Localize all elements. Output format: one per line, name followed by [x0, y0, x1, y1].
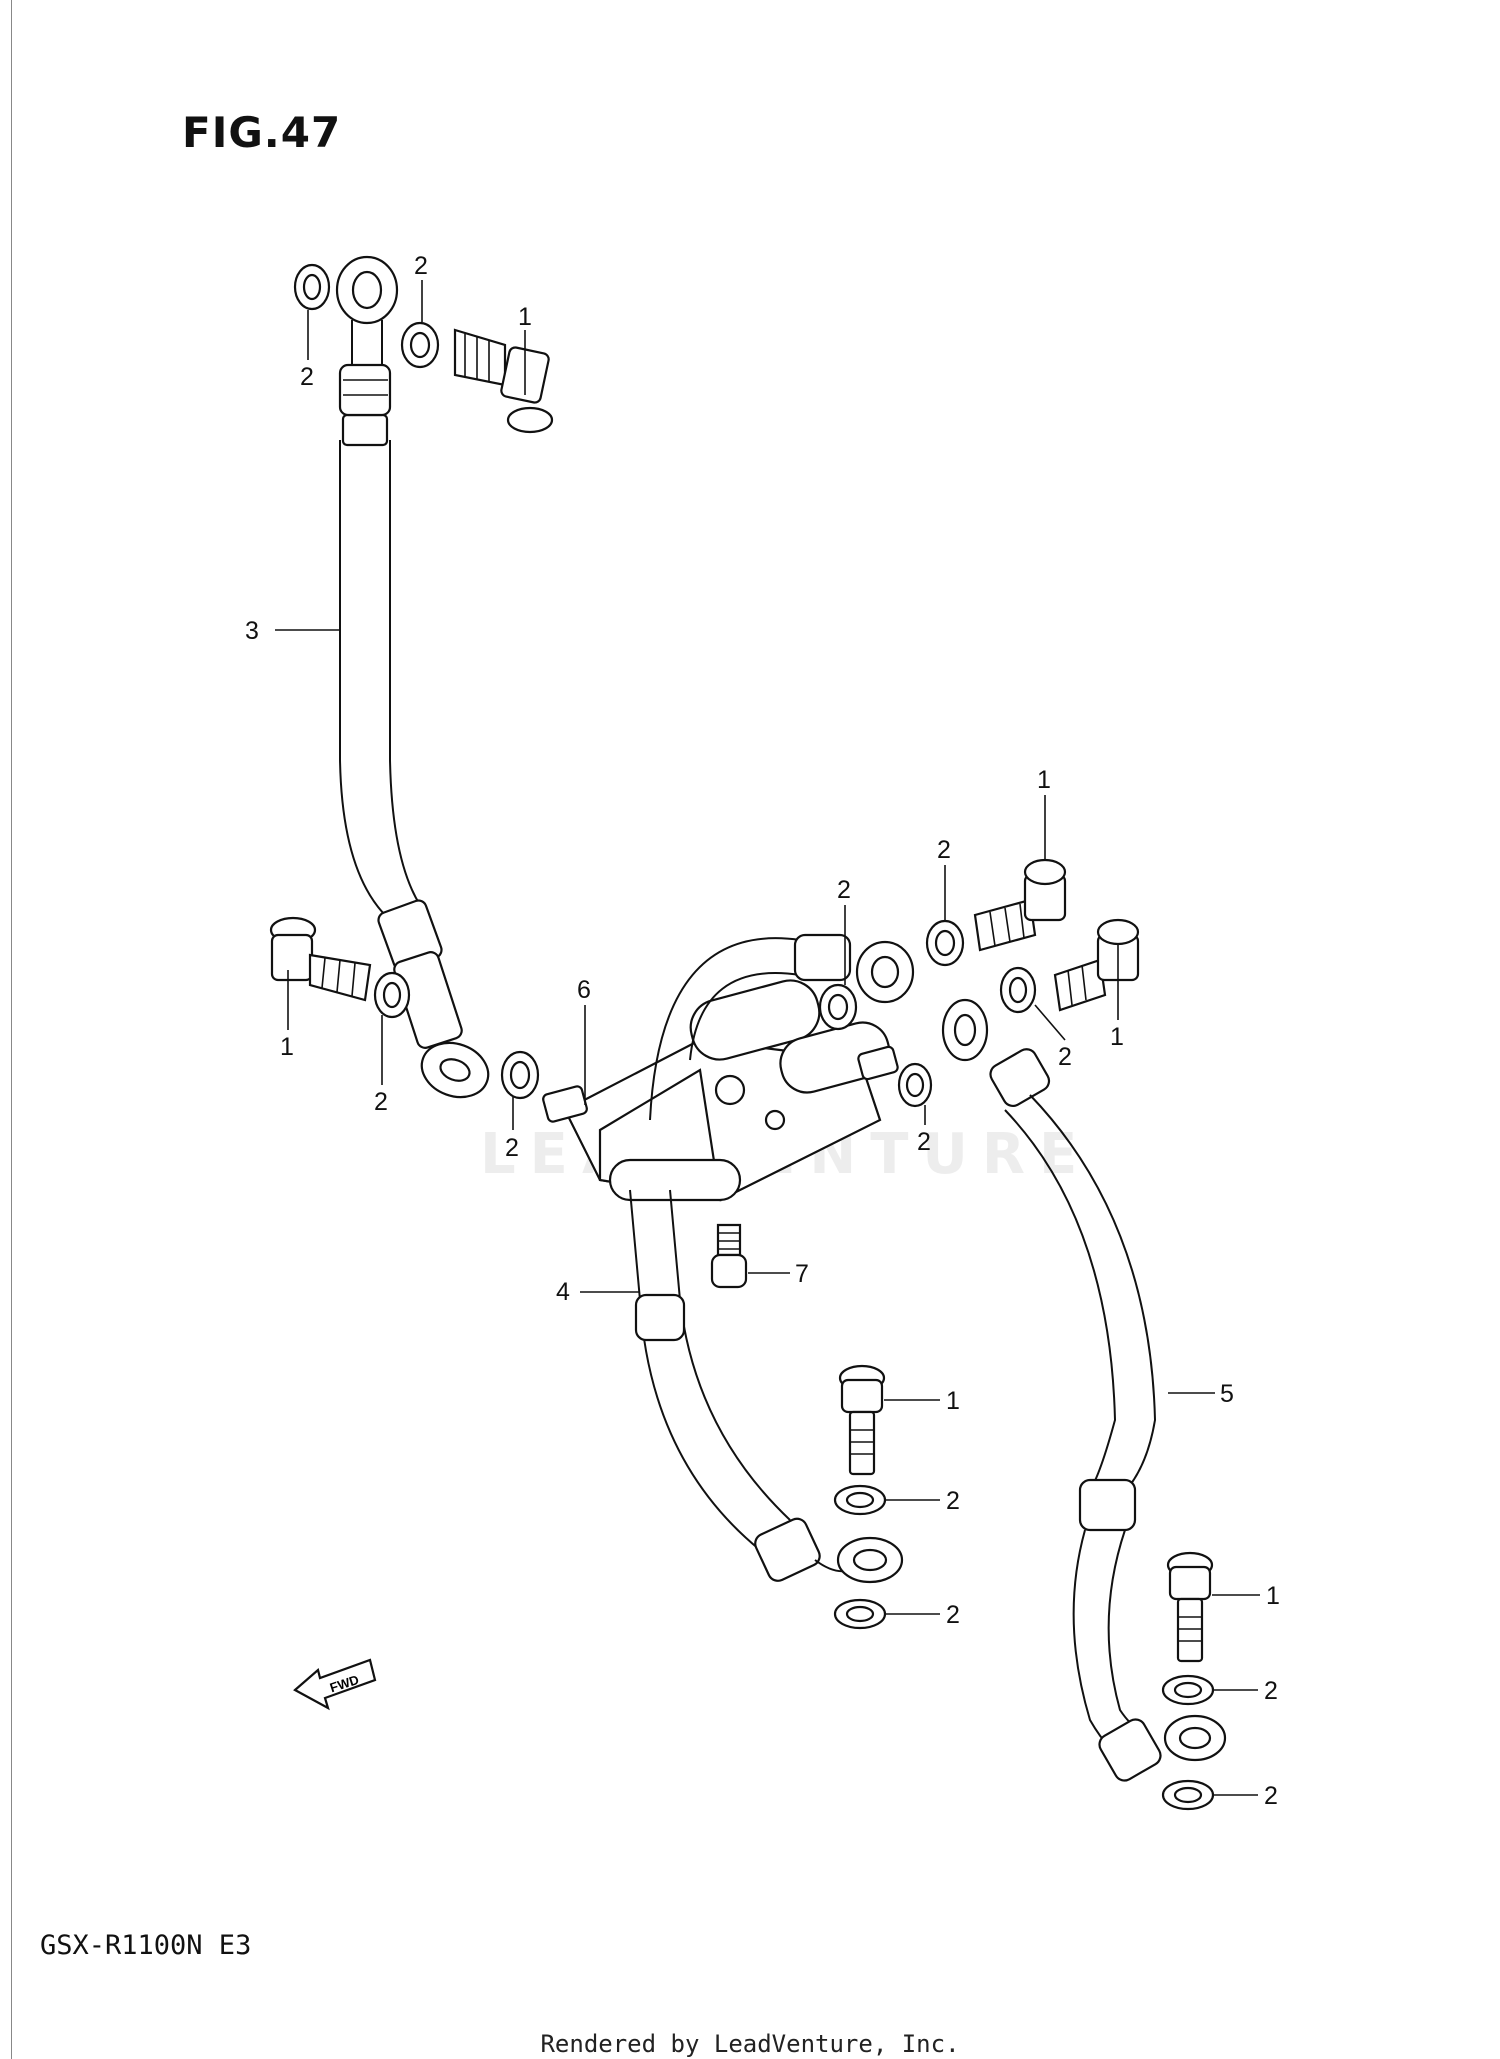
washer-mid-center-left — [500, 1050, 540, 1100]
callout-c3: 1 — [518, 303, 532, 331]
washer-center-lower-b — [833, 1598, 887, 1630]
brake-hose-joint-6 — [542, 979, 899, 1202]
render-credit: Rendered by LeadVenture, Inc. — [540, 2030, 960, 2058]
callout-c12: 1 — [1110, 1023, 1124, 1051]
callout-c9: 1 — [1037, 766, 1051, 794]
callout-c4: 3 — [245, 617, 259, 645]
callout-c5: 1 — [280, 1033, 294, 1061]
forward-arrow-icon: FWD — [293, 1658, 377, 1711]
callout-c1: 2 — [300, 363, 314, 391]
banjo-bolt-right-upper — [973, 858, 1067, 952]
brake-hose-3 — [335, 255, 490, 1099]
figure-title: FIG.47 — [182, 108, 342, 157]
washer-right-mid — [999, 966, 1037, 1014]
callout-c14: 2 — [917, 1128, 931, 1156]
banjo-bolt-upper-left — [453, 328, 554, 434]
callout-c17: 5 — [1220, 1380, 1234, 1408]
callout-c15: 7 — [795, 1260, 809, 1288]
callout-c18: 1 — [946, 1387, 960, 1415]
callout-c11: 2 — [837, 876, 851, 904]
callout-c20: 2 — [946, 1601, 960, 1629]
banjo-bolt-right-lower — [1166, 1551, 1214, 1663]
callout-c8: 6 — [577, 976, 591, 1004]
washer-center-lower — [897, 1062, 933, 1108]
model-code: GSX-R1100N E3 — [40, 1930, 252, 1961]
connecting-hose-upper — [649, 933, 915, 1121]
brake-hose-5 — [941, 998, 1227, 1782]
callout-c7: 2 — [505, 1134, 519, 1162]
washer-right-upper — [925, 919, 965, 967]
callout-labels: 2 2 1 3 1 2 2 6 1 2 2 1 2 2 7 4 5 1 2 2 … — [245, 252, 1280, 1810]
banjo-bolt-right-mid — [1053, 918, 1140, 1012]
callout-c2: 2 — [414, 252, 428, 280]
brake-hose-4 — [629, 1189, 904, 1584]
washer-right-lower-b — [1161, 1779, 1215, 1811]
banjo-bolt-mid-left — [269, 916, 372, 1002]
callout-c21: 1 — [1266, 1582, 1280, 1610]
screw-7 — [710, 1223, 748, 1289]
washer-upper-left-b — [400, 321, 440, 369]
callout-c13: 2 — [1058, 1043, 1072, 1071]
banjo-bolt-center-lower — [838, 1364, 886, 1476]
washer-mid-left — [373, 971, 411, 1019]
callout-c6: 2 — [374, 1088, 388, 1116]
callout-c23: 2 — [1264, 1782, 1278, 1810]
washer-center-upper — [818, 983, 858, 1031]
washer-upper-left-a — [293, 263, 331, 311]
washer-right-lower-a — [1161, 1674, 1215, 1706]
scan-margin-line — [11, 0, 12, 2059]
washer-center-lower-a — [833, 1484, 887, 1516]
callout-c16: 4 — [556, 1278, 570, 1306]
callout-c19: 2 — [946, 1487, 960, 1515]
callout-c22: 2 — [1264, 1677, 1278, 1705]
leader-lines — [275, 280, 1260, 1796]
callout-c10: 2 — [937, 836, 951, 864]
